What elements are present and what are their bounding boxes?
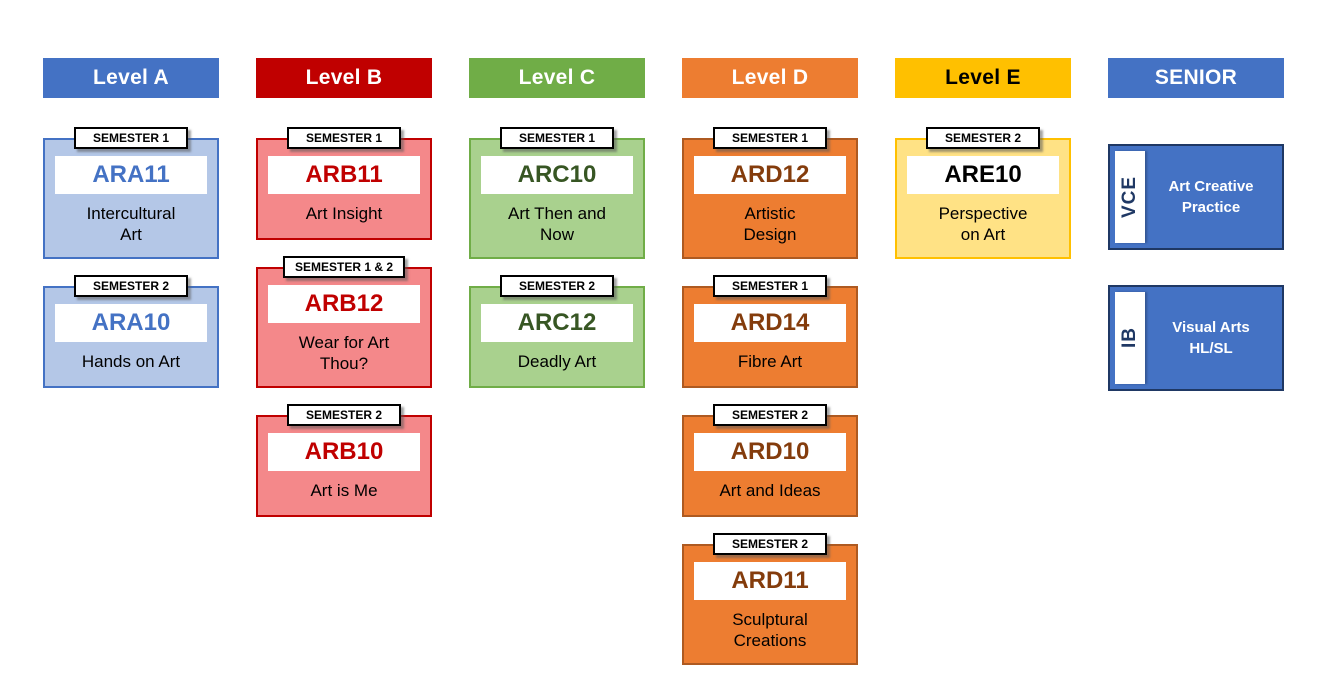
level-column-level-d: Level D SEMESTER 1 ARD12 Artistic Design… xyxy=(682,58,858,695)
level-header: Level B xyxy=(256,58,432,98)
course-card: SEMESTER 2 ARD10 Art and Ideas xyxy=(682,404,858,517)
course-card-body: ARC10 Art Then and Now xyxy=(469,138,645,259)
course-code: ARA10 xyxy=(55,304,207,342)
level-column-level-b: Level B SEMESTER 1 ARB11 Art Insight SEM… xyxy=(256,58,432,695)
course-card: SEMESTER 2 ARA10 Hands on Art xyxy=(43,275,219,388)
semester-tab: SEMESTER 1 xyxy=(713,127,827,149)
level-header: Level D xyxy=(682,58,858,98)
course-card: SEMESTER 2 ARB10 Art is Me xyxy=(256,404,432,517)
course-code: ARB11 xyxy=(268,156,420,194)
course-code: ARB12 xyxy=(268,285,420,323)
level-column-senior: SENIOR VCE Art Creative Practice IB Visu… xyxy=(1108,58,1284,695)
course-name: Deadly Art xyxy=(517,352,597,371)
course-card: SEMESTER 1 ARB11 Art Insight xyxy=(256,127,432,240)
semester-tab: SEMESTER 2 xyxy=(926,127,1040,149)
senior-course-card: IB Visual Arts HL/SL xyxy=(1108,285,1284,391)
course-card-body: ARD11 Sculptural Creations xyxy=(682,544,858,665)
course-name: Perspective on Art xyxy=(938,204,1028,244)
course-card-body: ARD14 Fibre Art xyxy=(682,286,858,388)
level-column-level-a: Level A SEMESTER 1 ARA11 Intercultural A… xyxy=(43,58,219,695)
card-stack: VCE Art Creative Practice IB Visual Arts… xyxy=(1108,127,1284,391)
course-code: ARD14 xyxy=(694,304,846,342)
course-name: Intercultural Art xyxy=(86,204,176,244)
course-card-body: ARB12 Wear for Art Thou? xyxy=(256,267,432,388)
course-code: ARD10 xyxy=(694,433,846,471)
semester-tab: SEMESTER 1 xyxy=(500,127,614,149)
course-name: Artistic Design xyxy=(743,204,797,244)
semester-tab: SEMESTER 1 xyxy=(74,127,188,149)
course-card: SEMESTER 2 ARD11 Sculptural Creations xyxy=(682,533,858,665)
level-header-label: Level B xyxy=(305,66,383,89)
course-card: SEMESTER 1 & 2 ARB12 Wear for Art Thou? xyxy=(256,256,432,388)
level-header-label: Level D xyxy=(731,66,809,89)
semester-tab: SEMESTER 2 xyxy=(500,275,614,297)
level-header-label: Level E xyxy=(945,66,1021,89)
course-card-body: ARE10 Perspective on Art xyxy=(895,138,1071,259)
senior-course-card: VCE Art Creative Practice xyxy=(1108,144,1284,250)
level-header: SENIOR xyxy=(1108,58,1284,98)
level-header-label: Level A xyxy=(92,66,170,89)
card-stack: SEMESTER 2 ARE10 Perspective on Art xyxy=(895,127,1071,259)
level-header: Level C xyxy=(469,58,645,98)
course-code: ARC10 xyxy=(481,156,633,194)
course-card: SEMESTER 1 ARD14 Fibre Art xyxy=(682,275,858,388)
card-stack: SEMESTER 1 ARA11 Intercultural Art SEMES… xyxy=(43,127,219,388)
semester-tab: SEMESTER 1 xyxy=(713,275,827,297)
semester-tab: SEMESTER 1 & 2 xyxy=(282,256,406,278)
semester-tab: SEMESTER 2 xyxy=(713,404,827,426)
card-stack: SEMESTER 1 ARC10 Art Then and Now SEMEST… xyxy=(469,127,645,388)
course-code: ARD12 xyxy=(694,156,846,194)
course-card-body: ARA11 Intercultural Art xyxy=(43,138,219,259)
level-column-level-c: Level C SEMESTER 1 ARC10 Art Then and No… xyxy=(469,58,645,695)
course-card-body: ARC12 Deadly Art xyxy=(469,286,645,388)
semester-tab: SEMESTER 2 xyxy=(74,275,188,297)
senior-program-tab: VCE xyxy=(1115,151,1145,243)
level-header-label: Level C xyxy=(518,66,596,89)
course-code: ARC12 xyxy=(481,304,633,342)
course-name: Art Insight xyxy=(305,204,383,223)
course-code: ARE10 xyxy=(907,156,1059,194)
senior-course-name: Visual Arts HL/SL xyxy=(1172,319,1250,357)
course-card-body: ARD12 Artistic Design xyxy=(682,138,858,259)
course-name: Art is Me xyxy=(310,481,378,500)
card-stack: SEMESTER 1 ARD12 Artistic Design SEMESTE… xyxy=(682,127,858,665)
course-card-body: ARD10 Art and Ideas xyxy=(682,415,858,517)
course-code: ARA11 xyxy=(55,156,207,194)
course-card: SEMESTER 2 ARE10 Perspective on Art xyxy=(895,127,1071,259)
course-card-body: ARB11 Art Insight xyxy=(256,138,432,240)
course-name: Wear for Art Thou? xyxy=(298,333,390,373)
course-card-body: ARB10 Art is Me xyxy=(256,415,432,517)
level-header: Level A xyxy=(43,58,219,98)
course-code: ARB10 xyxy=(268,433,420,471)
course-name: Fibre Art xyxy=(737,352,803,371)
course-card: SEMESTER 2 ARC12 Deadly Art xyxy=(469,275,645,388)
course-name: Hands on Art xyxy=(81,352,181,371)
semester-tab: SEMESTER 2 xyxy=(713,533,827,555)
level-column-level-e: Level E SEMESTER 2 ARE10 Perspective on … xyxy=(895,58,1071,695)
course-name: Art Then and Now xyxy=(508,204,606,244)
course-card: SEMESTER 1 ARC10 Art Then and Now xyxy=(469,127,645,259)
course-name: Sculptural Creations xyxy=(732,610,808,650)
course-card: SEMESTER 1 ARA11 Intercultural Art xyxy=(43,127,219,259)
level-header-label: SENIOR xyxy=(1154,66,1238,89)
senior-course-name: Art Creative Practice xyxy=(1168,178,1254,216)
senior-program-tab: IB xyxy=(1115,292,1145,384)
course-card: SEMESTER 1 ARD12 Artistic Design xyxy=(682,127,858,259)
course-code: ARD11 xyxy=(694,562,846,600)
semester-tab: SEMESTER 2 xyxy=(287,404,401,426)
course-name: Art and Ideas xyxy=(719,481,821,500)
card-stack: SEMESTER 1 ARB11 Art Insight SEMESTER 1 … xyxy=(256,127,432,517)
semester-tab: SEMESTER 1 xyxy=(287,127,401,149)
level-header: Level E xyxy=(895,58,1071,98)
course-card-body: ARA10 Hands on Art xyxy=(43,286,219,388)
